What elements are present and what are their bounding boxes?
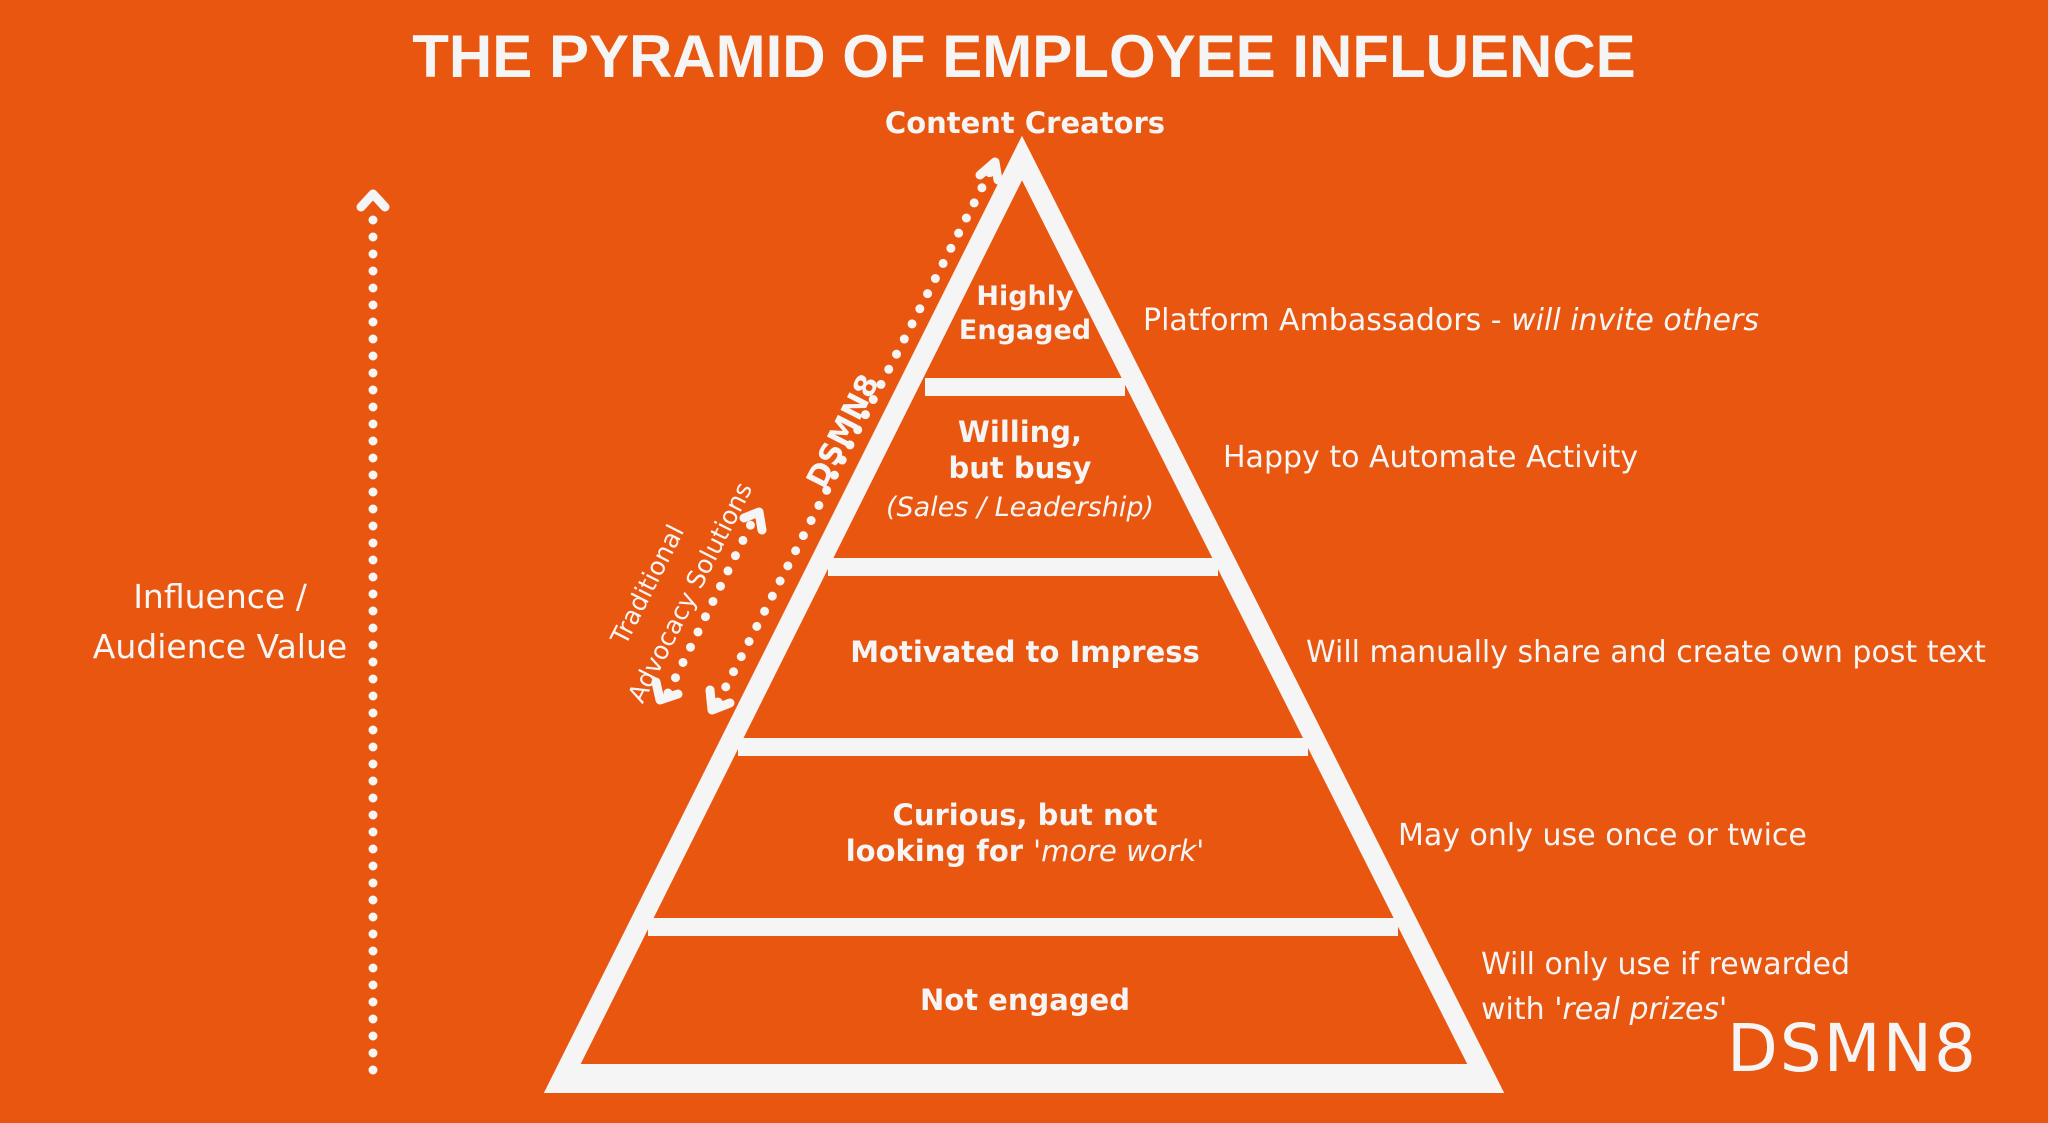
tier-label-line: Not engaged [920, 983, 1130, 1017]
tier-description-motivated: Will manually share and create own post … [1306, 630, 1986, 675]
tier-label-line: looking for [845, 834, 1034, 869]
tier-description-highly-engaged: Platform Ambassadors - will invite other… [1143, 298, 1759, 343]
tier-not-engaged: Not engaged [800, 982, 1250, 1018]
pyramid-base [560, 1064, 1488, 1083]
tier-label-line: Willing, [957, 415, 1083, 449]
description-text: May only use once or twice [1398, 818, 1807, 853]
apex-label: Content Creators [884, 106, 1166, 140]
dsmn8-logo: DSMN8 [1726, 1010, 1978, 1087]
tier-sublabel: (Sales / Leadership) [885, 491, 1155, 523]
tier-willing-but-busy: Willing, but busy (Sales / Leadership) [870, 414, 1170, 524]
traditional-range-arrow-icon [651, 507, 767, 705]
tier-highly-engaged: Highly Engaged [940, 280, 1110, 348]
tier-curious: Curious, but not looking for 'more work' [780, 797, 1270, 870]
tier-label-line: but busy [948, 451, 1092, 486]
description-italic: will invite others [1511, 303, 1759, 338]
tier-divider [648, 918, 1398, 936]
description-italic: 'real prizes' [1554, 992, 1728, 1027]
dsmn8-range-arrow-icon [705, 157, 1003, 715]
description-text: Will manually share and create own post … [1306, 635, 1986, 670]
tier-description-willing: Happy to Automate Activity [1223, 435, 1638, 480]
page-title: THE PYRAMID OF EMPLOYEE INFLUENCE [412, 23, 1636, 90]
tier-label-line: Highly [976, 281, 1074, 312]
axis-label-line: Audience Value [92, 626, 348, 666]
description-text: Happy to Automate Activity [1223, 440, 1639, 475]
description-text: Will only use if rewarded [1481, 947, 1851, 982]
tier-label-line: Motivated to Impress [850, 635, 1200, 669]
axis-label: Influence / Audience Value [70, 572, 370, 671]
axis-label-line: Influence / [133, 577, 307, 616]
tier-divider [738, 738, 1308, 756]
description-text: with [1481, 992, 1555, 1027]
tier-label-line: Engaged [958, 314, 1092, 346]
tier-description-curious: May only use once or twice [1398, 813, 1807, 858]
tier-divider [828, 558, 1218, 576]
description-text: Platform Ambassadors - [1143, 303, 1512, 338]
tier-description-not-engaged: Will only use if rewarded with 'real pri… [1481, 942, 1850, 1032]
tier-label-line: Curious, but not [892, 798, 1158, 832]
tier-divider [925, 378, 1125, 396]
dotted-up-arrow-icon [356, 189, 390, 1075]
tier-motivated-to-impress: Motivated to Impress [800, 634, 1250, 670]
tier-label-italic: 'more work' [1033, 834, 1205, 869]
